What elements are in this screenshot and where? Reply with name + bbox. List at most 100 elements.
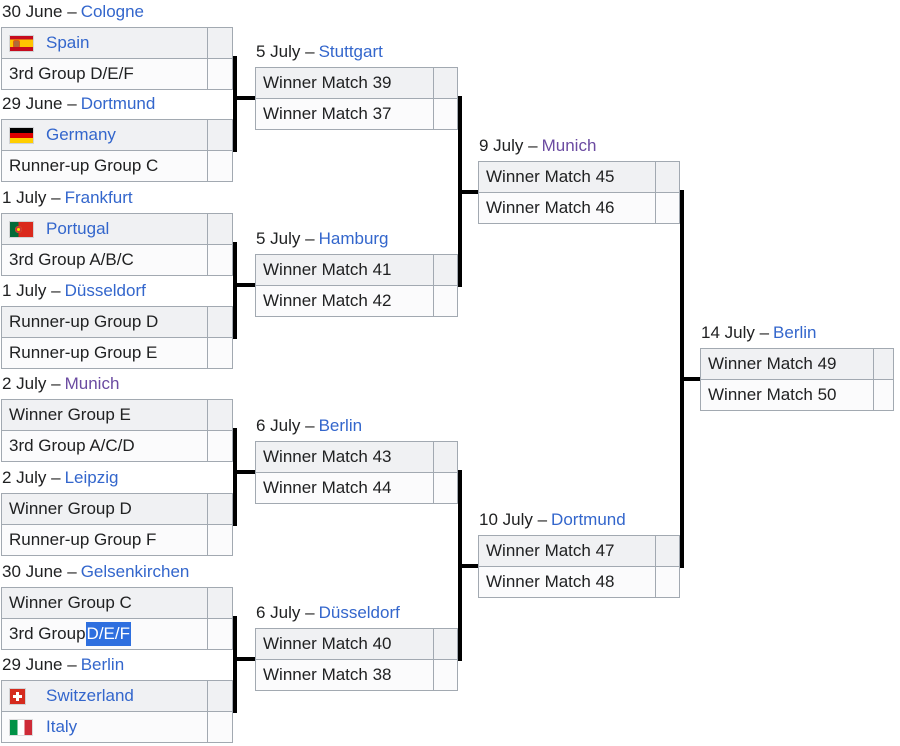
team-name: Runner-up Group E [9,343,158,362]
team-row: Winner Match 50 [700,379,894,411]
match-date: 6 July – [256,603,315,622]
city-link[interactable]: Leipzig [64,468,119,487]
bracket-connector-vertical [233,616,237,713]
team-cell: Winner Match 37 [256,99,434,129]
score-cell [656,536,679,566]
score-cell [208,59,232,89]
team-cell: Winner Match 38 [256,660,434,690]
flag-switzerland-icon [10,688,25,704]
match-date: 2 July – [2,468,61,487]
score-cell [656,567,679,597]
flag-italy-icon [10,719,32,735]
team-name: Winner Match 42 [263,291,392,310]
team-name: Winner Match 37 [263,104,392,123]
team-cell: Portugal [2,214,208,244]
team-name: Winner Match 44 [263,478,392,497]
team-link[interactable]: Switzerland [46,686,134,705]
city-link[interactable]: Berlin [773,323,817,342]
team-name: Winner Match 40 [263,634,392,653]
score-cell [434,660,457,690]
flag-slot [10,719,33,735]
team-row: Winner Match 37 [255,98,458,130]
bracket-connector-stub [680,377,702,381]
city-link[interactable]: Hamburg [318,229,389,248]
city-link[interactable]: Munich [541,136,597,155]
team-cell: Winner Match 46 [479,193,656,223]
team-cell: Runner-up Group E [2,338,208,368]
team-name: 3rd Group [9,624,86,643]
match-date: 1 July – [2,188,61,207]
city-link[interactable]: Dortmund [80,94,156,113]
city-link[interactable]: Düsseldorf [318,603,400,622]
match-header: 5 July –Hamburg [256,229,389,249]
score-cell [434,99,457,129]
team-name: Winner Match 47 [486,541,615,560]
city-link[interactable]: Frankfurt [64,188,133,207]
team-row: Winner Match 39 [255,67,458,99]
city-link[interactable]: Cologne [80,2,145,21]
bracket-connector-vertical [233,56,237,152]
team-cell: Winner Match 39 [256,68,434,98]
team-name: Winner Group D [9,499,132,518]
team-row: Germany [1,119,233,151]
flag-spain-icon [10,35,33,51]
match-date: 29 June – [2,655,77,674]
score-cell [434,68,457,98]
team-row: Winner Match 38 [255,659,458,691]
city-link[interactable]: Munich [64,374,120,393]
team-cell: 3rd Group A/B/C [2,245,208,275]
team-link[interactable]: Spain [46,33,90,52]
match-header: 30 June –Gelsenkirchen [2,562,189,582]
team-row: Winner Match 40 [255,628,458,660]
team-cell: Winner Group C [2,588,208,618]
team-row: Winner Match 41 [255,254,458,286]
team-name: Winner Group C [9,593,132,612]
score-cell [208,28,232,58]
team-name: Winner Match 46 [486,198,615,217]
score-cell [434,442,457,472]
score-cell [208,338,232,368]
team-row: Italy [1,711,233,743]
city-link[interactable]: Gelsenkirchen [80,562,190,581]
team-link[interactable]: Italy [46,717,78,736]
team-cell: 3rd Group A/C/D [2,431,208,461]
team-row: Runner-up Group F [1,524,233,556]
score-cell [208,214,232,244]
match-date: 30 June – [2,562,77,581]
team-name: Winner Match 49 [708,354,837,373]
team-link[interactable]: Germany [46,125,116,144]
team-cell: Winner Match 42 [256,286,434,316]
match-header: 5 July –Stuttgart [256,42,383,62]
team-row: 3rd Group D/E/F [1,58,233,90]
team-row: 3rd Group A/B/C [1,244,233,276]
team-row: Spain [1,27,233,59]
city-link[interactable]: Berlin [80,655,125,674]
team-row: Winner Group E [1,399,233,431]
city-link[interactable]: Dortmund [551,510,626,529]
team-cell: Winner Match 48 [479,567,656,597]
team-row: Winner Match 49 [700,348,894,380]
team-name: Winner Match 39 [263,73,392,92]
score-cell [208,307,232,337]
match-header: 6 July –Düsseldorf [256,603,400,623]
team-name: Runner-up Group C [9,156,159,175]
team-name: Winner Match 48 [486,572,615,591]
team-cell: Winner Group E [2,400,208,430]
score-cell [434,255,457,285]
match-date: 5 July – [256,42,315,61]
team-row: 3rd Group A/C/D [1,430,233,462]
team-row: Switzerland [1,680,233,712]
team-cell: Italy [2,712,208,742]
city-link[interactable]: Stuttgart [318,42,383,61]
score-cell [208,588,232,618]
city-link[interactable]: Düsseldorf [64,281,146,300]
match-header: 29 June –Dortmund [2,94,155,114]
flag-germany-icon [10,127,33,143]
score-cell [656,193,679,223]
match-header: 30 June –Cologne [2,2,144,22]
team-cell: Runner-up Group F [2,525,208,555]
city-link[interactable]: Berlin [318,416,363,435]
team-name: 3rd Group A/C/D [9,436,135,455]
match-date: 6 July – [256,416,315,435]
team-link[interactable]: Portugal [46,219,110,238]
